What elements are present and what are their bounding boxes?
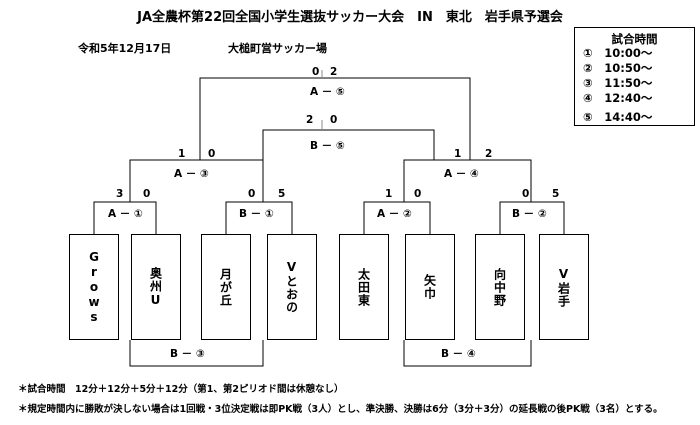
match-label-third: B － ⑤ xyxy=(310,140,345,152)
team-name: V岩手 xyxy=(556,266,571,308)
schedule-row: ④ 12:40～ xyxy=(583,91,653,105)
team-box: V岩手 xyxy=(539,234,589,340)
match-label-semi-left: A － ③ xyxy=(174,168,209,180)
team-box: Grows xyxy=(69,234,119,340)
team-name: 太田東 xyxy=(356,267,371,307)
score-r1-3-right: 0 xyxy=(414,188,422,200)
note-tiebreak: ＊規定時間内に勝敗が決しない場合は1回戦・3位決定戦は即PK戦（3人）とし、準決… xyxy=(18,404,663,415)
venue: 大槌町営サッカー場 xyxy=(228,42,327,55)
score-semi-right-left: 1 xyxy=(454,148,462,160)
team-box: 奥州U xyxy=(131,234,181,340)
score-semi-left-right: 0 xyxy=(208,148,216,160)
match-label-cons-right: B － ④ xyxy=(441,348,476,360)
match-date: 令和5年12月17日 xyxy=(78,42,172,55)
match-label-cons-left: B － ③ xyxy=(170,348,205,360)
score-final-left: 0 xyxy=(312,66,320,78)
team-name: Grows xyxy=(87,249,101,325)
note-match-time: ＊試合時間 12分＋12分＋5分＋12分（第1、第2ピリオド間は休憩なし） xyxy=(18,384,344,395)
team-name: 奥州U xyxy=(148,266,163,308)
team-name: Vとおの xyxy=(284,260,299,314)
team-name: 矢巾 xyxy=(422,274,437,300)
score-semi-right-right: 2 xyxy=(485,148,493,160)
match-label-semi-right: A － ④ xyxy=(444,168,479,180)
schedule-box: 試合時間 ① 10:00～ ② 10:50～ ③ 11:50～ ④ 12:40～… xyxy=(574,27,695,126)
team-box: Vとおの xyxy=(267,234,317,340)
team-name: 向中野 xyxy=(492,267,507,307)
page-title: JA全農杯第22回全国小学生選抜サッカー大会 IN 東北 岩手県予選会 xyxy=(137,10,563,25)
team-box: 向中野 xyxy=(475,234,525,340)
match-label-final: A － ⑤ xyxy=(310,86,345,98)
score-third-left: 2 xyxy=(306,114,314,126)
score-r1-4-right: 5 xyxy=(552,188,560,200)
match-label-r1-1: A － ① xyxy=(108,208,143,220)
team-box: 矢巾 xyxy=(405,234,455,340)
score-r1-1-right: 0 xyxy=(143,188,151,200)
match-label-r1-4: B － ② xyxy=(512,208,547,220)
team-name: 月が丘 xyxy=(218,267,233,307)
score-r1-3-left: 1 xyxy=(385,188,393,200)
score-semi-left-left: 1 xyxy=(178,148,186,160)
team-box: 月が丘 xyxy=(201,234,251,340)
score-third-right: 0 xyxy=(330,114,338,126)
score-r1-2-left: 0 xyxy=(248,188,256,200)
match-label-r1-3: A － ② xyxy=(377,208,412,220)
team-box: 太田東 xyxy=(339,234,389,340)
score-r1-2-right: 5 xyxy=(278,188,286,200)
schedule-row: ② 10:50～ xyxy=(583,61,653,75)
score-r1-1-left: 3 xyxy=(116,188,124,200)
schedule-heading: 試合時間 xyxy=(611,32,658,46)
schedule-row: ⑤ 14:40～ xyxy=(583,110,653,124)
score-r1-4-left: 0 xyxy=(522,188,530,200)
schedule-row: ① 10:00～ xyxy=(583,46,653,60)
match-label-r1-2: B － ① xyxy=(239,208,274,220)
schedule-row: ③ 11:50～ xyxy=(583,76,653,90)
score-final-right: 2 xyxy=(330,66,338,78)
